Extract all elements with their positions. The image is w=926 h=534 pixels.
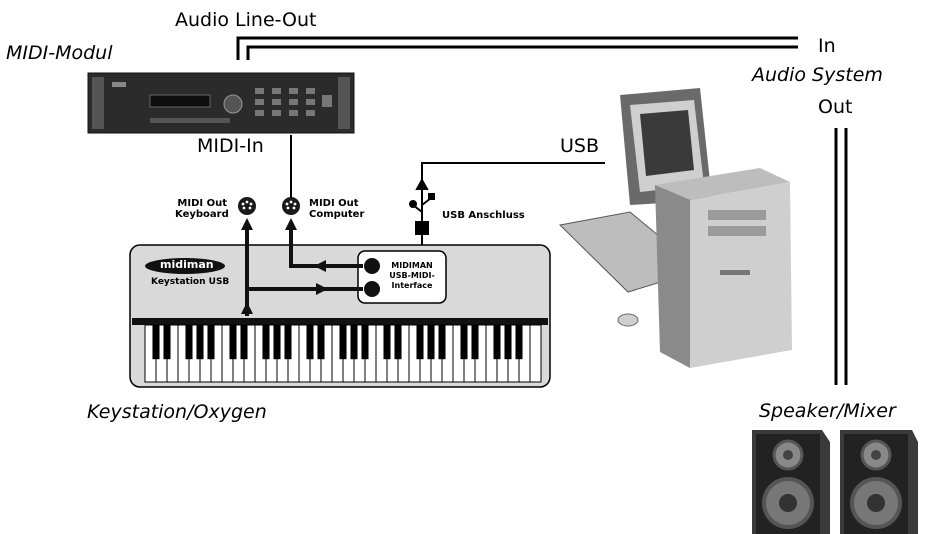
black-key [493, 325, 501, 360]
black-key [460, 325, 468, 360]
speaker-right [840, 430, 918, 534]
black-key [284, 325, 292, 360]
keyboard-device [129, 244, 551, 388]
usb-symbol-icon [409, 177, 435, 252]
midi-out-computer-label: MIDI Out Computer [309, 198, 365, 220]
black-key [262, 325, 270, 360]
midi-out-computer-connector-icon [282, 197, 300, 215]
midi-out-keyboard-label: MIDI Out Keyboard [175, 198, 229, 220]
black-key [383, 325, 391, 360]
midi-modul-label: MIDI-Modul [6, 42, 113, 64]
midi-in-label: MIDI-In [197, 135, 264, 157]
black-key [416, 325, 424, 360]
audio-in-label: In [818, 35, 836, 57]
black-key [317, 325, 325, 360]
keystation-oxygen-label: Keystation/Oxygen [87, 401, 267, 423]
audio-out-label: Out [818, 96, 853, 118]
black-key [185, 325, 193, 360]
black-key [427, 325, 435, 360]
audio-line-out-cables [236, 36, 798, 60]
audio-line-out-label: Audio Line-Out [175, 9, 317, 31]
black-key [350, 325, 358, 360]
black-key [306, 325, 314, 360]
midiman-brand-text: midiman [160, 258, 214, 271]
keystation-usb-model-text: Keystation USB [151, 277, 230, 287]
black-key [361, 325, 369, 360]
black-key [207, 325, 215, 360]
audio-system-label: Audio System [752, 64, 883, 86]
midi-signal-paths [245, 222, 363, 316]
black-key [471, 325, 479, 360]
black-key [240, 325, 248, 360]
midi-module-device [87, 72, 355, 134]
usb-label: USB [560, 135, 600, 157]
black-key [515, 325, 523, 360]
usb-midi-interface-label: MIDIMAN USB-MIDI- Interface [389, 261, 435, 290]
speaker-left [752, 430, 830, 534]
black-key [394, 325, 402, 360]
black-key [196, 325, 204, 360]
keyboard-keys [152, 325, 531, 382]
black-key [163, 325, 171, 360]
speaker-cables [834, 128, 848, 385]
speaker-mixer-label: Speaker/Mixer [759, 400, 896, 422]
midi-out-keyboard-connector-icon [238, 197, 256, 215]
usb-cable [421, 162, 605, 195]
midi-signal-arrowheads [241, 218, 328, 314]
computer-device [558, 88, 792, 368]
black-key [152, 325, 160, 360]
black-key [273, 325, 281, 360]
black-key [229, 325, 237, 360]
usb-midi-interface-box [357, 250, 447, 304]
midiman-logo [145, 258, 225, 274]
black-key [339, 325, 347, 360]
usb-anschluss-label: USB Anschluss [442, 210, 525, 221]
black-key [504, 325, 512, 360]
black-key [438, 325, 446, 360]
